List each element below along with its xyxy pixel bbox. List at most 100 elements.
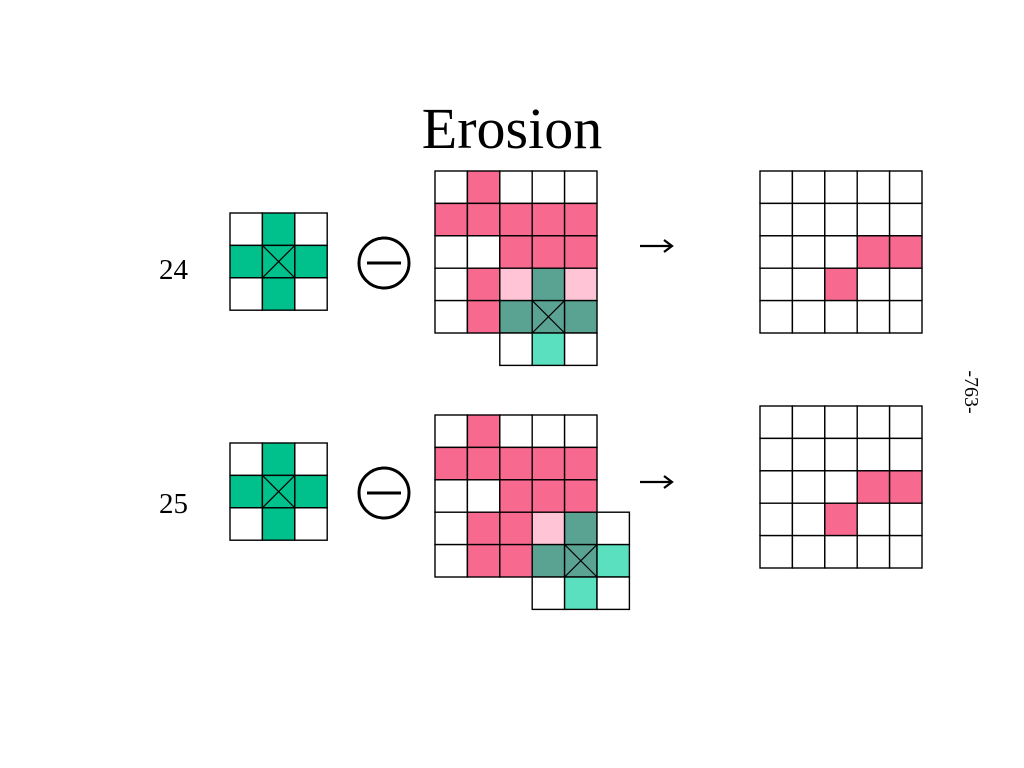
result-cell: [856, 437, 891, 472]
result-cell: [759, 202, 794, 237]
result-cell: [791, 202, 826, 237]
probe-cell: [531, 511, 566, 546]
result-cell: [759, 267, 794, 302]
probe-cell: [531, 576, 566, 611]
structuring-element-cell: [229, 212, 264, 247]
result-cell: [759, 470, 794, 504]
origin-mark-icon: [261, 244, 296, 279]
result-cell: [888, 299, 923, 334]
image-cell: [531, 479, 566, 513]
result-cell: [856, 170, 891, 205]
image-cell: [499, 511, 533, 546]
structuring-element-cell: [229, 474, 264, 509]
structuring-element-cell: [229, 442, 264, 477]
result-cell: [856, 267, 891, 302]
image-cell: [499, 446, 533, 481]
probe-cell: [531, 543, 566, 578]
result-cell: [759, 534, 794, 569]
probe-cell: [563, 332, 598, 367]
structuring-element-cell: [294, 244, 328, 279]
image-cell: [499, 543, 533, 578]
probe-cell: [499, 332, 533, 367]
structuring-element-cell: [294, 507, 328, 541]
probe-cell: [531, 267, 566, 302]
result-cell: [791, 405, 826, 440]
example-label: 24: [159, 254, 188, 286]
result-cell: [856, 235, 891, 269]
image-cell: [434, 202, 469, 237]
result-cell: [888, 534, 923, 569]
structuring-element-cell: [294, 212, 328, 247]
image-cell: [531, 446, 566, 481]
result-cell: [824, 502, 858, 537]
result-cell: [791, 267, 826, 302]
structuring-element-cell: [229, 277, 264, 311]
structuring-element-cell: [261, 212, 296, 247]
structuring-element-cell: [261, 442, 296, 477]
image-cell: [499, 235, 533, 269]
example-label: 25: [159, 488, 188, 520]
result-cell: [888, 470, 923, 504]
image-cell: [434, 267, 469, 302]
structuring-element-cell: [294, 277, 328, 311]
image-cell: [563, 202, 598, 237]
image-cell: [466, 267, 501, 302]
result-cell: [791, 299, 826, 334]
result-cell: [791, 470, 826, 504]
result-cell: [759, 235, 794, 269]
image-cell: [466, 479, 501, 513]
image-cell: [499, 414, 533, 449]
right-arrow-icon: [663, 475, 674, 489]
probe-cell: [596, 576, 631, 611]
image-cell: [563, 479, 598, 513]
result-cell: [856, 405, 891, 440]
structuring-element-cell: [229, 244, 264, 279]
image-cell: [434, 511, 469, 546]
page-title: Erosion: [421, 96, 603, 161]
origin-mark-icon: [531, 300, 566, 334]
result-cell: [759, 299, 794, 334]
result-cell: [759, 170, 794, 205]
image-cell: [434, 543, 469, 578]
image-cell: [466, 543, 501, 578]
result-cell: [888, 502, 923, 537]
probe-cell: [563, 511, 598, 546]
probe-cell: [499, 267, 533, 302]
image-cell: [531, 235, 566, 269]
result-cell: [824, 170, 858, 205]
result-cell: [791, 235, 826, 269]
probe-cell: [563, 576, 598, 611]
image-cell: [563, 414, 598, 449]
result-cell: [824, 470, 858, 504]
image-cell: [434, 446, 469, 481]
result-cell: [824, 235, 858, 269]
result-cell: [856, 202, 891, 237]
image-cell: [466, 235, 501, 269]
image-cell: [466, 170, 501, 205]
result-cell: [759, 405, 794, 440]
image-cell: [531, 202, 566, 237]
result-cell: [791, 502, 826, 537]
probe-cell: [596, 511, 631, 546]
result-cell: [856, 470, 891, 504]
result-cell: [759, 502, 794, 537]
result-cell: [856, 299, 891, 334]
result-cell: [888, 170, 923, 205]
result-cell: [824, 299, 858, 334]
structuring-element-cell: [261, 507, 296, 541]
probe-cell: [531, 332, 566, 367]
image-cell: [434, 170, 469, 205]
image-cell: [466, 202, 501, 237]
probe-cell: [563, 267, 598, 302]
origin-mark-icon: [261, 474, 296, 509]
result-cell: [824, 534, 858, 569]
result-cell: [888, 437, 923, 472]
result-cell: [824, 405, 858, 440]
image-cell: [466, 446, 501, 481]
minus-circle-icon: [357, 466, 411, 520]
image-cell: [499, 202, 533, 237]
image-cell: [563, 446, 598, 481]
probe-cell: [596, 543, 631, 578]
minus-circle-icon: [357, 236, 411, 290]
